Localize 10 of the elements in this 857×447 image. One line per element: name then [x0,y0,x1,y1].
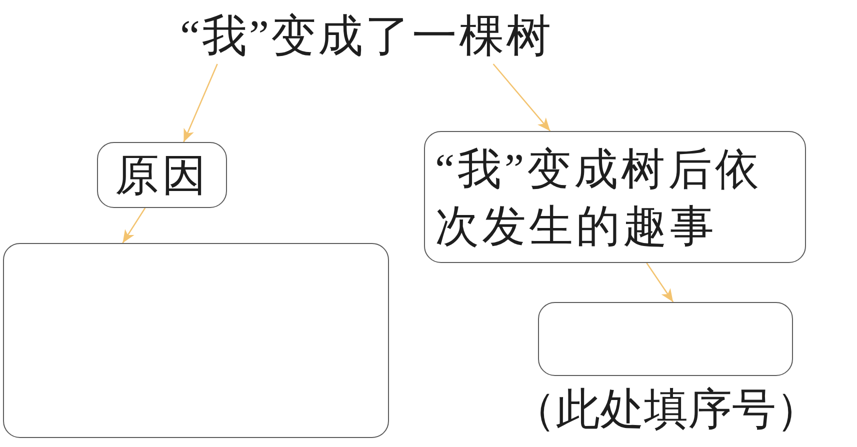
label-box: 原因 [97,142,227,208]
arrow [122,208,146,244]
answer-box [538,302,793,376]
answer-box [3,243,389,438]
title-text: “我”变成了一棵树 [180,8,553,64]
arrow [183,64,218,142]
arrow [492,64,551,132]
arrow [646,262,674,302]
hint-text: （此处填序号） [512,384,820,436]
label-box: “我”变成树后依次发生的趣事 [424,131,806,263]
